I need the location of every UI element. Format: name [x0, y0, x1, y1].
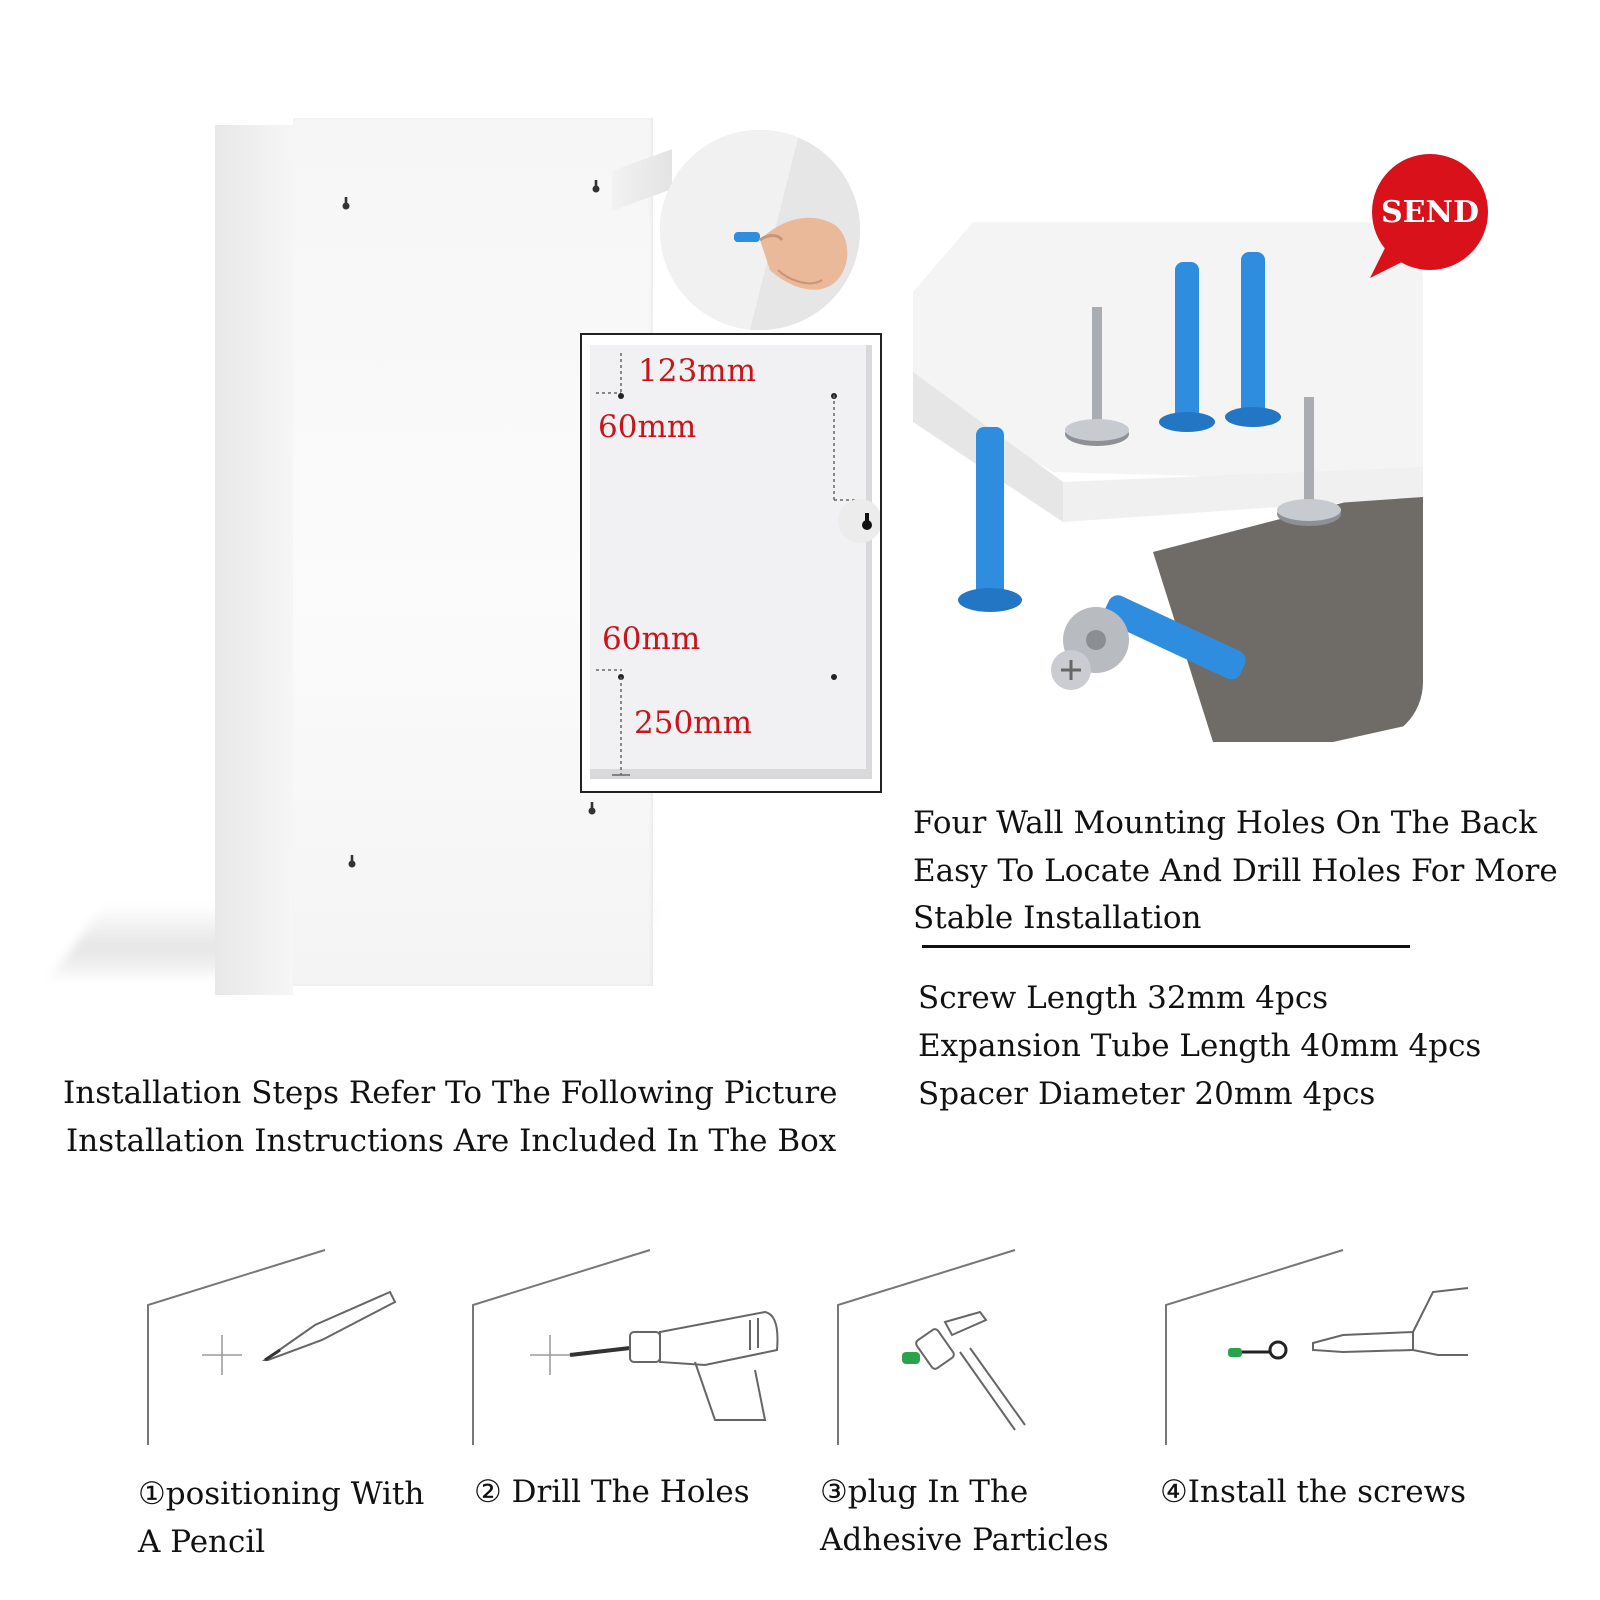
mounting-hole-icon [348, 855, 356, 868]
anchor-plug-icon [1225, 252, 1281, 427]
send-badge-label: SEND [1381, 195, 1479, 230]
dimension-diagram: 123mm 60mm 60mm 250mm [580, 333, 882, 793]
mounting-hole-icon [588, 802, 596, 815]
dimension-top: 123mm [638, 353, 756, 389]
screws-and-anchors-illustration [913, 222, 1423, 742]
step-2-drill-icon [472, 1249, 779, 1445]
screw-head-icon [1051, 650, 1091, 690]
hardware-photo [913, 222, 1423, 742]
feature-line-3: Stable Installation [913, 900, 1202, 936]
hand-hanging-icon [660, 130, 860, 330]
dimension-side-bottom: 60mm [602, 621, 701, 657]
step-1-label-line-1: ①positioning With [138, 1476, 425, 1512]
installation-note-line-1: Installation Steps Refer To The Followin… [63, 1075, 838, 1111]
anchor-plug-icon [1103, 595, 1246, 680]
spec-spacer-diameter: Spacer Diameter 20mm 4pcs [918, 1076, 1376, 1112]
step-4-label-line-1: ④Install the screws [1160, 1474, 1467, 1510]
feature-line-1: Four Wall Mounting Holes On The Back [913, 805, 1538, 841]
feature-line-2: Easy To Locate And Drill Holes For More [913, 853, 1558, 889]
screw-icon [1277, 397, 1341, 526]
step-1-label-line-2: A Pencil [138, 1524, 266, 1560]
magnified-detail [660, 130, 860, 330]
spec-screw-length: Screw Length 32mm 4pcs [918, 980, 1329, 1016]
spec-tube-length: Expansion Tube Length 40mm 4pcs [918, 1028, 1482, 1064]
dimension-lines [596, 353, 880, 776]
installation-note-line-2: Installation Instructions Are Included I… [66, 1123, 837, 1159]
step-1-pencil-icon [147, 1249, 397, 1445]
cabinet-side-panel [215, 125, 293, 995]
divider [922, 945, 1410, 948]
dimension-panel-back [590, 345, 872, 779]
send-badge-icon [1370, 154, 1488, 278]
mounting-hole-icon [342, 197, 350, 210]
screw-icon [1065, 307, 1129, 446]
step-3-label-line-2: Adhesive Particles [820, 1522, 1109, 1558]
step-3-label-line-1: ③plug In The [820, 1474, 1029, 1510]
step-3-hammer-icon [837, 1249, 1026, 1445]
anchor-plug-icon [958, 427, 1022, 612]
mounting-hole-icon [592, 180, 600, 193]
dimension-bottom: 250mm [634, 705, 752, 741]
anchor-plug-icon [1159, 262, 1215, 432]
step-2-label-line-1: ② Drill The Holes [474, 1474, 750, 1510]
step-4-screwdriver-icon [1165, 1249, 1469, 1445]
dimension-side-top: 60mm [598, 409, 697, 445]
